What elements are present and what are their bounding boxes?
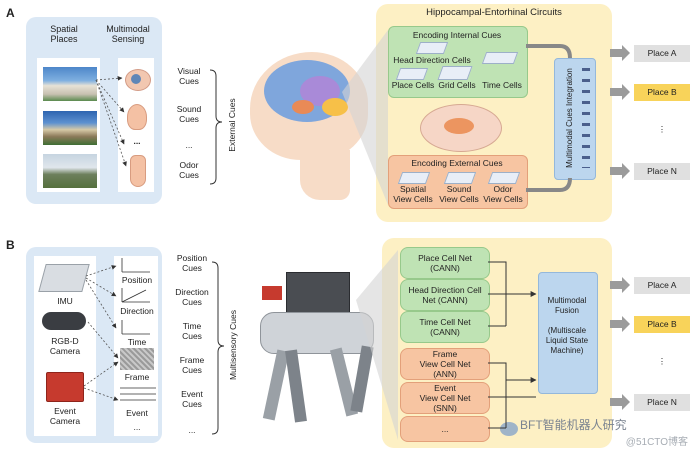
internal-cues-title: Encoding Internal Cues [412, 30, 502, 40]
frame-thumbnail [120, 348, 154, 370]
direction-cues-label: Direction Cues [175, 287, 209, 307]
sensing-ellipsis: ... [133, 136, 141, 146]
spatial-view-cells-label: Spatial View Cells [393, 184, 433, 204]
signals-frame [114, 256, 158, 436]
imu-label: IMU [57, 296, 73, 306]
time-cues-label: Time Cues [182, 321, 202, 341]
panel-a-place-ellipsis: ⋮ [657, 124, 667, 134]
signal-plots [120, 258, 156, 401]
time-cells-label: Time Cells [482, 80, 522, 90]
sensing-connectors [95, 75, 127, 167]
head-direction-cell-net: Head Direction Cell Net (CANN) [400, 279, 490, 311]
time-cell-net: Time Cell Net (CANN) [400, 311, 490, 343]
cues-ellipsis: ... [185, 140, 193, 150]
hippocampus-core-icon [444, 118, 474, 134]
frame-view-cell-net: Frame View Cell Net (ANN) [400, 348, 490, 380]
panel-a-output-arrows [610, 45, 630, 179]
place-cells-label: Place Cells [391, 80, 435, 90]
ear-icon [127, 104, 147, 130]
robot-body [260, 312, 374, 354]
position-cues-label: Position Cues [176, 253, 208, 273]
signals-ellipsis: ... [133, 422, 141, 432]
panel-a-place-n: Place N [634, 163, 690, 180]
panel-a-letter: A [6, 6, 15, 20]
event-view-cell-net: Event View Cell Net (SNN) [400, 382, 490, 414]
frame-cues-label: Frame Cues [179, 355, 205, 375]
place-cell-net: Place Cell Net (CANN) [400, 247, 490, 279]
external-cues-brace [209, 69, 223, 185]
panel-b-letter: B [6, 238, 15, 252]
neck-illustration [300, 150, 350, 200]
panel-a-place-b: Place B [634, 84, 690, 101]
multimodal-fusion-label: Multimodal Fusion (Multiscale Liquid Sta… [545, 296, 589, 355]
odor-cues-label: Odor Cues [179, 160, 199, 180]
hippocampus-illustration [292, 100, 314, 114]
wechat-logo-icon [500, 422, 518, 436]
event-cues-label: Event Cues [181, 389, 203, 409]
time-signal-label: Time [127, 337, 147, 347]
head-direction-cells-label: Head Direction Cells [393, 55, 471, 65]
cues-list-ellipsis: ... [188, 425, 196, 435]
sound-view-cells-label: Sound View Cells [439, 184, 479, 204]
nose-icon [130, 155, 146, 187]
frame-signal-label: Frame [124, 372, 150, 382]
direction-signal-label: Direction [120, 306, 154, 316]
rgbd-camera-label: RGB-D Camera [49, 336, 81, 356]
projection-cone-b [356, 250, 398, 440]
more-view-cell-nets: ... [400, 416, 490, 442]
external-to-integration-arrow [526, 177, 572, 192]
watermark-site: @51CTO博客 [625, 437, 688, 448]
rgbd-camera-icon [42, 312, 86, 330]
external-cues-title: Encoding External Cues [411, 158, 503, 168]
internal-to-integration-arrow [526, 44, 572, 59]
nets-to-fusion-connectors [488, 261, 536, 429]
panel-b-place-n: Place N [634, 394, 690, 411]
projection-cone-a [342, 30, 388, 205]
sound-cues-label: Sound Cues [176, 104, 202, 124]
grid-cells-label: Grid Cells [438, 80, 476, 90]
spatial-places-label: Spatial Places [50, 24, 78, 44]
visual-cues-label: Visual Cues [177, 66, 201, 86]
panel-b-place-a: Place A [634, 277, 690, 294]
place-photo-2 [42, 110, 98, 146]
event-camera-icon [46, 372, 84, 402]
multimodal-sensing-label: Multimodal Sensing [106, 24, 150, 44]
position-signal-label: Position [121, 275, 153, 285]
sensor-connectors [83, 265, 119, 401]
panel-b-place-ellipsis: ⋮ [657, 356, 667, 366]
circuits-title: Hippocampal-Entorhinal Circuits [426, 7, 562, 18]
place-photo-1 [42, 66, 98, 102]
brain-lobe-yellow [322, 98, 348, 116]
multimodal-fusion-box [538, 272, 598, 394]
event-signal-label: Event [126, 408, 148, 418]
iris-icon [131, 74, 141, 84]
odor-view-cells-label: Odor View Cells [483, 184, 523, 204]
watermark-brand: BFT智能机器人研究 [520, 418, 627, 432]
multisensory-cues-brace [211, 261, 225, 435]
robot-event-camera [262, 286, 282, 300]
panel-a-place-a: Place A [634, 45, 690, 62]
spike-trains-icon [582, 68, 590, 168]
panel-b-place-b: Place B [634, 316, 690, 333]
place-photo-3 [42, 153, 98, 189]
panel-b-output-arrows [610, 277, 630, 410]
event-camera-label: Event Camera [49, 406, 81, 426]
